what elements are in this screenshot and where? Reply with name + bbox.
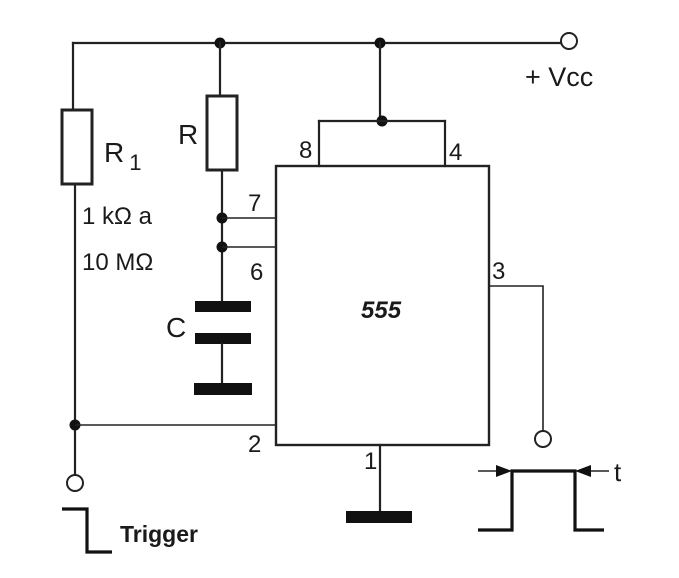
trigger-pulse-waveform [62,507,112,554]
pin1-ground [346,443,412,523]
ground-symbol [346,511,412,523]
output-pulse-waveform [478,465,609,532]
ic-555 [274,41,491,447]
output-pin3 [489,285,552,448]
pin4-label: 4 [449,139,462,166]
output-terminal [534,430,552,448]
r1-branch [60,41,94,492]
r-name-label: R [178,119,198,150]
pin7-label: 7 [248,190,261,217]
vcc-terminal [560,32,578,50]
trigger-label: Trigger [120,521,198,547]
r1-range-line2: 10 MΩ [82,249,153,276]
r-resistor [205,94,239,172]
pin6-label: 6 [250,259,263,286]
pin3-label: 3 [492,258,505,285]
pin1-label: 1 [364,448,377,475]
ic-name-label: 555 [361,297,402,324]
trigger-terminal [66,474,84,492]
capacitor-plate-bottom [195,333,251,344]
arrow-left-icon [575,465,591,477]
pin2-label: 2 [248,431,261,458]
ground-symbol [194,383,252,395]
r1-range-line1: 1 kΩ a [82,203,153,230]
capacitor-plate-top [195,301,251,312]
vcc-rail [71,32,578,50]
ic-body [274,164,491,447]
r1-resistor [60,108,94,186]
capacitor-c [194,301,252,395]
r-branch [205,41,276,302]
arrow-right-icon [496,465,512,477]
pin8-label: 8 [299,137,312,164]
c-name-label: C [166,312,186,343]
vcc-label: + Vcc [525,62,593,92]
pulse-width-label: t [614,457,622,487]
